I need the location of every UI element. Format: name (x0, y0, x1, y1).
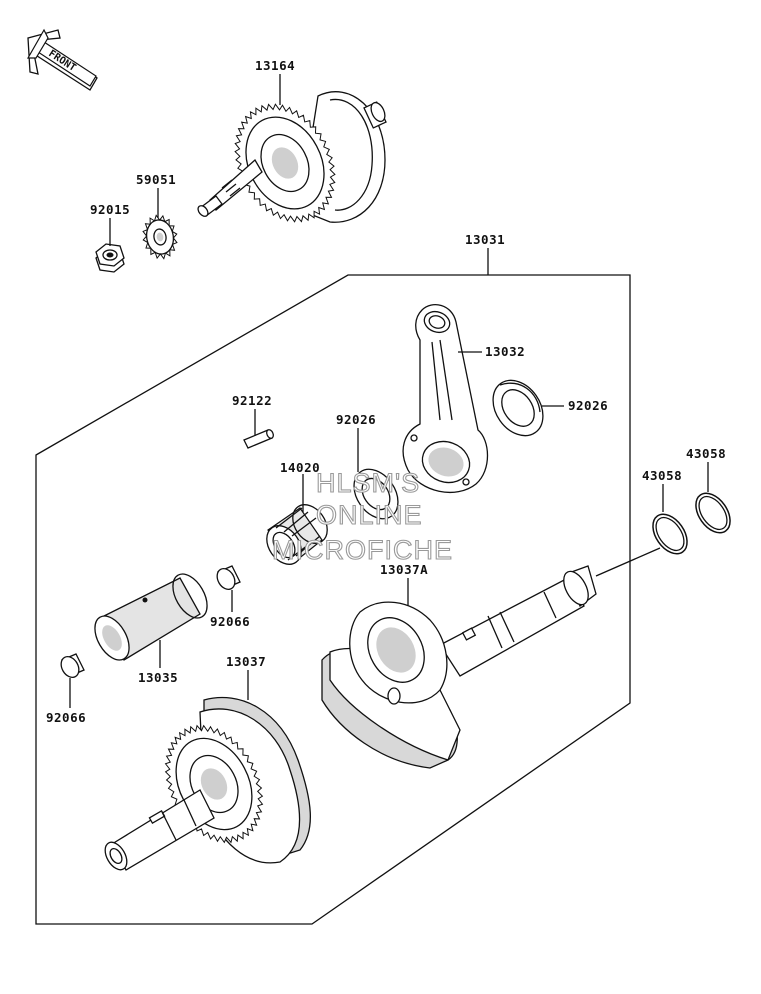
washer-92026-center (353, 468, 399, 520)
leader-lines (69, 74, 709, 708)
watermark-line-2: ONLINE (316, 500, 423, 530)
crankshaft-assembly-top (197, 91, 387, 223)
part-label: 13035 (138, 670, 178, 685)
part-labels: 13164 59051 92015 13031 13032 92026 9212… (46, 58, 726, 725)
part-label: 13032 (485, 344, 525, 359)
needle-bearing-14020 (266, 504, 328, 565)
part-label: 92066 (46, 710, 86, 725)
ring-43058-right (695, 492, 731, 534)
part-label: 43058 (686, 446, 726, 461)
washer-92026-right (492, 379, 544, 437)
watermark: HLSM'S ONLINE MICROFICHE (271, 467, 453, 565)
part-label: 13037 (226, 654, 266, 669)
watermark-line-1: HLSM'S (316, 468, 420, 498)
plug-92066-upper (216, 565, 241, 590)
part-label: 13037A (380, 562, 428, 577)
front-arrow-icon: FRONT (26, 28, 98, 91)
part-label: 92066 (210, 614, 250, 629)
part-label: 92122 (232, 393, 272, 408)
crank-half-13037A (321, 565, 597, 769)
plug-92066-lower (60, 653, 85, 678)
part-label: 92015 (90, 202, 130, 217)
small-gear-59051 (142, 214, 178, 260)
part-label: 13164 (255, 58, 295, 73)
crank-pin-13035 (94, 573, 208, 661)
nut-92015 (95, 243, 125, 273)
pin-92122 (243, 429, 274, 449)
part-label: 92026 (568, 398, 608, 413)
crank-half-13037 (104, 696, 311, 871)
part-label: 43058 (642, 468, 682, 483)
connecting-rod-13032 (402, 304, 489, 493)
part-label: 92026 (336, 412, 376, 427)
assembly-outline (35, 274, 631, 925)
ring-43058-left (652, 513, 688, 555)
watermark-line-3: MICROFICHE (272, 535, 453, 565)
part-label: 59051 (136, 172, 176, 187)
part-label: 14020 (280, 460, 320, 475)
part-label: 13031 (465, 232, 505, 247)
